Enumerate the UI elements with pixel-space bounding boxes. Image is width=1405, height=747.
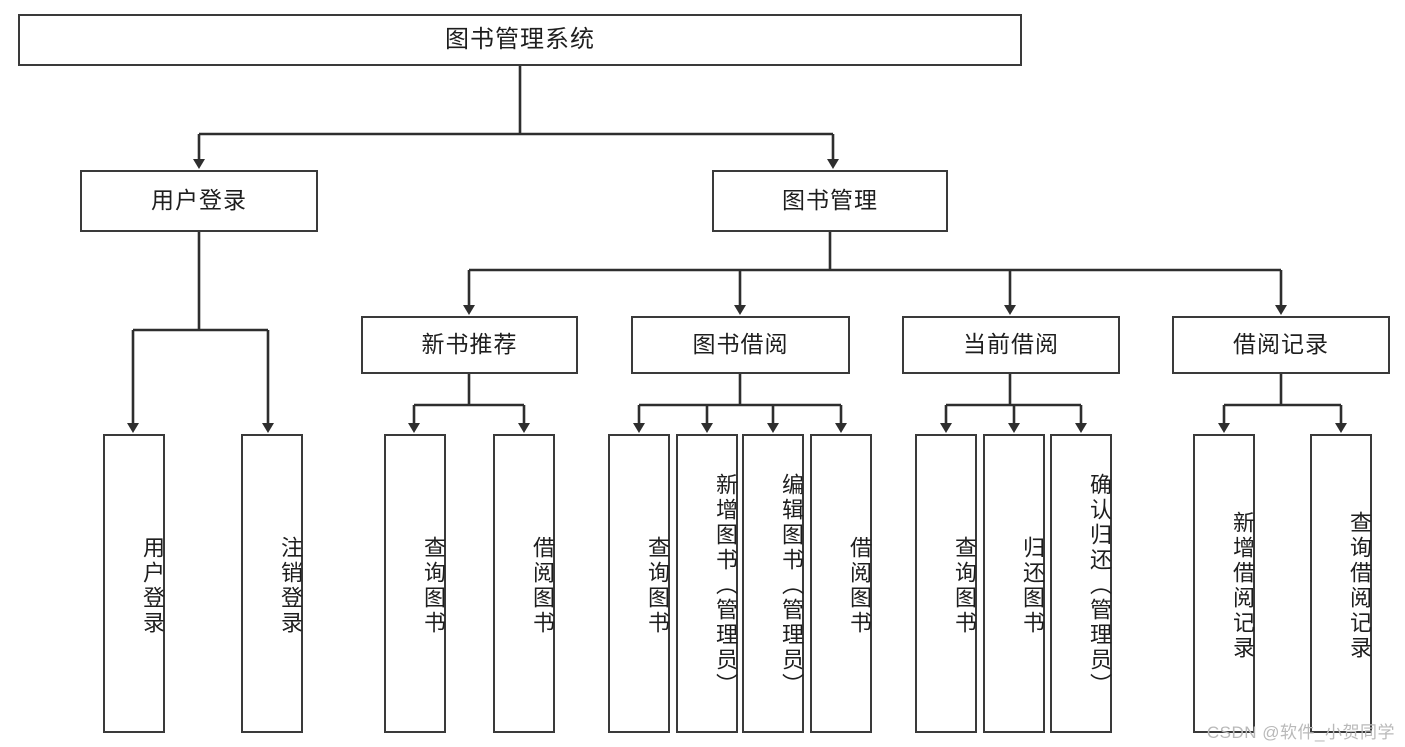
leaf-label: 确认归还（管理员） [1087, 473, 1112, 698]
node-new-book-recommend-label: 新书推荐 [421, 331, 518, 358]
leaf-current-borrow-confirm-return[interactable]: 确认归还（管理员） [1050, 434, 1112, 733]
node-root-label: 图书管理系统 [445, 25, 595, 53]
leaf-user-login-login[interactable]: 用户登录 [103, 434, 165, 733]
leaf-book-borrow-add[interactable]: 新增图书（管理员） [676, 434, 738, 733]
leaf-current-borrow-return[interactable]: 归还图书 [983, 434, 1045, 733]
leaf-label: 借阅图书 [530, 535, 555, 636]
leaf-book-borrow-borrow[interactable]: 借阅图书 [810, 434, 872, 733]
leaf-label: 查询图书 [952, 535, 977, 636]
leaf-current-borrow-query[interactable]: 查询图书 [915, 434, 977, 733]
leaf-label: 新增借阅记录 [1230, 510, 1255, 661]
node-book-borrow-label: 图书借阅 [692, 331, 789, 358]
node-book-borrow[interactable]: 图书借阅 [631, 316, 850, 374]
node-new-book-recommend[interactable]: 新书推荐 [361, 316, 578, 374]
node-book-management[interactable]: 图书管理 [712, 170, 948, 232]
leaf-user-login-logout[interactable]: 注销登录 [241, 434, 303, 733]
node-book-management-label: 图书管理 [782, 187, 878, 214]
leaf-borrow-record-add[interactable]: 新增借阅记录 [1193, 434, 1255, 733]
node-user-login[interactable]: 用户登录 [80, 170, 318, 232]
leaf-label: 编辑图书（管理员） [779, 473, 804, 698]
node-user-login-label: 用户登录 [151, 187, 247, 214]
leaf-book-borrow-query[interactable]: 查询图书 [608, 434, 670, 733]
node-borrow-record-label: 借阅记录 [1233, 331, 1329, 358]
leaf-book-borrow-edit[interactable]: 编辑图书（管理员） [742, 434, 804, 733]
leaf-label: 借阅图书 [847, 535, 872, 636]
leaf-label: 查询图书 [645, 535, 670, 636]
node-current-borrow-label: 当前借阅 [963, 331, 1059, 358]
node-root[interactable]: 图书管理系统 [18, 14, 1022, 66]
leaf-label: 用户登录 [140, 535, 165, 636]
node-borrow-record[interactable]: 借阅记录 [1172, 316, 1390, 374]
watermark: CSDN @软件_小贺同学 [1206, 723, 1395, 742]
leaf-label: 查询图书 [421, 535, 446, 636]
leaf-borrow-record-query[interactable]: 查询借阅记录 [1310, 434, 1372, 733]
leaf-new-book-query[interactable]: 查询图书 [384, 434, 446, 733]
leaf-label: 归还图书 [1020, 535, 1045, 636]
leaf-label: 新增图书（管理员） [713, 473, 738, 698]
node-current-borrow[interactable]: 当前借阅 [902, 316, 1120, 374]
leaf-label: 注销登录 [278, 535, 303, 636]
leaf-label: 查询借阅记录 [1347, 510, 1372, 661]
leaf-new-book-borrow[interactable]: 借阅图书 [493, 434, 555, 733]
